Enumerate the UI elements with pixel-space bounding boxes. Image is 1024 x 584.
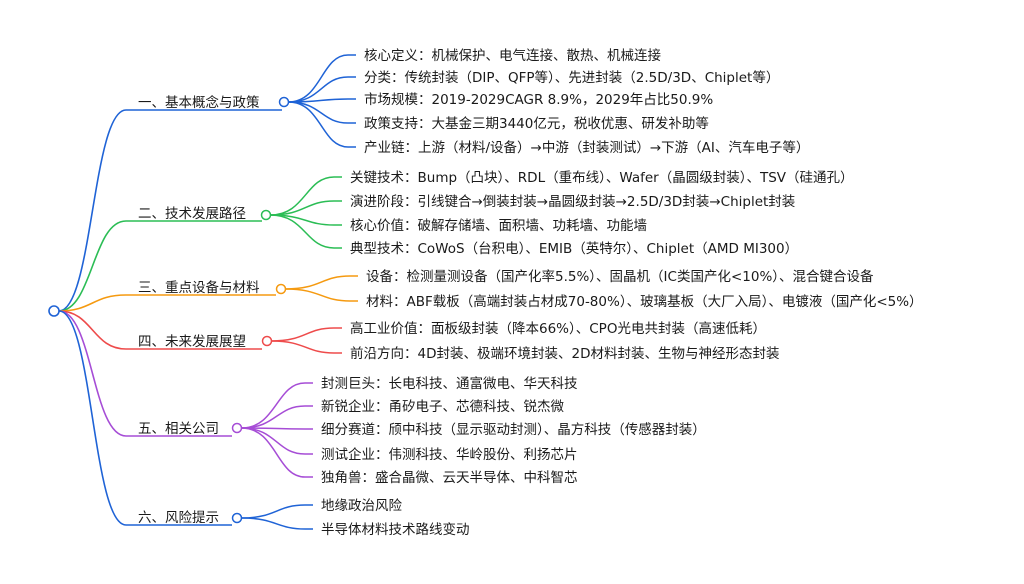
branch-6-node[interactable] <box>231 512 243 524</box>
branch-4-label[interactable]: 四、未来发展展望 <box>138 334 246 350</box>
leaf-link-1-5 <box>288 101 356 148</box>
root-connectors <box>58 109 127 526</box>
root-link-3 <box>58 294 127 312</box>
leaf-link-1-1 <box>288 54 356 103</box>
branch-5-item-5[interactable]: 独角兽：盛合晶微、云天半导体、中科智芯 <box>321 470 578 486</box>
branch-5[interactable]: 五、相关公司 封测巨头：长电科技、通富微电、华天科技 新锐企业：甬矽电子、芯德科… <box>126 375 706 486</box>
leaf-link-1-4 <box>288 101 356 124</box>
branch-5-node[interactable] <box>231 422 243 434</box>
branch-6-item-2[interactable]: 半导体材料技术路线变动 <box>321 522 470 538</box>
branch-3[interactable]: 三、重点设备与材料 设备：检测量测设备（国产化率5.5%）、固晶机（IC类国产化… <box>126 268 923 310</box>
branch-4-item-1[interactable]: 高工业价值：面板级封装（降本66%）、CPO光电共封装（高速低耗） <box>350 320 766 337</box>
branch-3-item-2[interactable]: 材料：ABF载板（高端封装占材成70-80%）、玻璃基板（大厂入局）、电镀液（国… <box>366 293 923 310</box>
branch-2-item-2[interactable]: 演进阶段：引线键合→倒装封装→晶圆级封装→2.5D/3D封装→Chiplet封装 <box>350 194 795 210</box>
branch-1-label[interactable]: 一、基本概念与政策 <box>138 94 260 111</box>
leaf-link-5-3 <box>241 427 313 430</box>
branch-3-item-1[interactable]: 设备：检测量测设备（国产化率5.5%）、固晶机（IC类国产化<10%）、混合键合… <box>366 268 874 285</box>
leaf-link-2-1 <box>270 176 342 216</box>
branch-5-item-4[interactable]: 测试企业：伟测科技、华岭股份、利扬芯片 <box>321 446 578 463</box>
branch-2-node[interactable] <box>260 209 272 221</box>
leaf-link-5-2 <box>241 405 313 429</box>
branch-6-item-1[interactable]: 地缘政治风险 <box>321 498 402 514</box>
leaf-link-1-2 <box>288 76 356 103</box>
leaf-link-4-1 <box>271 327 342 342</box>
branch-4-node[interactable] <box>261 335 273 347</box>
leaf-link-5-4 <box>241 427 313 455</box>
root-link-5 <box>58 310 127 437</box>
branch-2-label[interactable]: 二、技术发展路径 <box>138 206 246 222</box>
leaf-link-2-4 <box>270 214 342 249</box>
leaf-connectors <box>241 54 358 530</box>
leaf-link-5-5 <box>241 427 313 478</box>
branch-6-label[interactable]: 六、风险提示 <box>138 510 219 526</box>
root-link-6 <box>58 310 127 526</box>
branch-2-item-1[interactable]: 关键技术：Bump（凸块）、RDL（重布线）、Wafer（晶圆级封装）、TSV（… <box>350 170 854 186</box>
branch-1-item-4[interactable]: 政策支持：大基金三期3440亿元，税收优惠、研发补助等 <box>364 115 709 132</box>
root-link-2 <box>58 220 127 312</box>
root-node[interactable] <box>48 305 60 317</box>
branch-1-item-2[interactable]: 分类：传统封装（DIP、QFP等）、先进封装（2.5D/3D、Chiplet等） <box>364 69 779 86</box>
branch-4-item-2[interactable]: 前沿方向：4D封装、极端环境封装、2D材料封装、生物与神经形态封装 <box>350 345 779 362</box>
branch-2-item-3[interactable]: 核心价值：破解存储墙、面积墙、功耗墙、功能墙 <box>350 218 647 234</box>
leaf-link-4-2 <box>271 340 342 354</box>
branch-1[interactable]: 一、基本概念与政策 核心定义：机械保护、电气连接、散热、机械连接 分类：传统封装… <box>126 47 809 156</box>
branch-5-item-3[interactable]: 细分赛道：颀中科技（显示驱动封测）、晶方科技（传感器封装） <box>321 421 706 438</box>
leaf-link-3-2 <box>285 288 358 302</box>
leaf-link-6-1 <box>241 504 313 519</box>
branch-5-label[interactable]: 五、相关公司 <box>138 421 219 437</box>
branch-3-node[interactable] <box>275 283 287 295</box>
leaf-link-2-3 <box>270 214 342 226</box>
branch-3-label[interactable]: 三、重点设备与材料 <box>138 279 260 296</box>
branch-6[interactable]: 六、风险提示 地缘政治风险 半导体材料技术路线变动 <box>126 498 470 538</box>
leaf-link-6-2 <box>241 517 313 530</box>
branch-2-item-4[interactable]: 典型技术：CoWoS（台积电）、EMIB（英特尔）、Chiplet（AMD MI… <box>350 240 798 257</box>
branch-1-item-3[interactable]: 市场规模：2019-2029CAGR 8.9%，2029年占比50.9% <box>364 91 713 108</box>
branch-5-item-2[interactable]: 新锐企业：甬矽电子、芯德科技、锐杰微 <box>321 398 564 415</box>
branch-2[interactable]: 二、技术发展路径 关键技术：Bump（凸块）、RDL（重布线）、Wafer（晶圆… <box>126 170 854 257</box>
branch-1-item-1[interactable]: 核心定义：机械保护、电气连接、散热、机械连接 <box>364 47 661 64</box>
branch-4[interactable]: 四、未来发展展望 高工业价值：面板级封装（降本66%）、CPO光电共封装（高速低… <box>126 320 779 362</box>
leaf-link-5-1 <box>241 382 313 429</box>
root-link-4 <box>58 310 127 350</box>
branch-5-item-1[interactable]: 封测巨头：长电科技、通富微电、华天科技 <box>321 375 578 392</box>
branch-1-item-5[interactable]: 产业链：上游（材料/设备）→中游（封装测试）→下游（AI、汽车电子等） <box>364 139 809 156</box>
root-link-1 <box>58 109 127 312</box>
leaf-link-3-1 <box>285 275 358 290</box>
branch-1-node[interactable] <box>278 96 290 108</box>
leaf-link-2-2 <box>270 200 342 216</box>
